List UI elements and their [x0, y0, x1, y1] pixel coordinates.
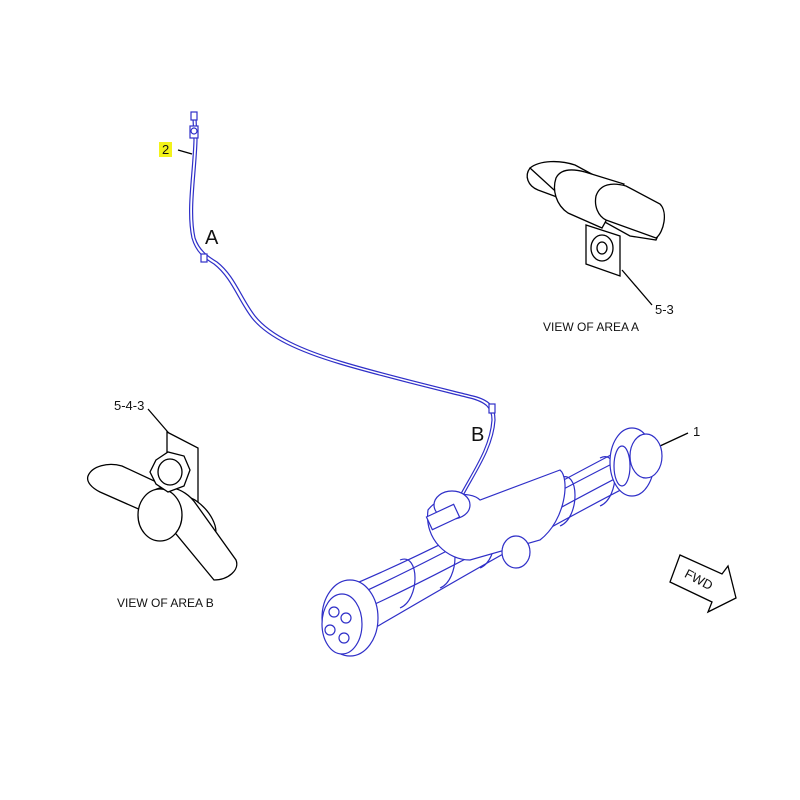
area-b-label: B — [471, 424, 485, 446]
view-area-a-caption: VIEW OF AREA A — [543, 320, 640, 334]
leader-line-5-3 — [621, 269, 653, 306]
callout-5-3[interactable]: 5-3 — [655, 302, 674, 317]
axle-assembly[interactable] — [321, 427, 663, 657]
view-area-b-caption: VIEW OF AREA B — [117, 596, 214, 610]
area-a-label: A — [205, 227, 219, 249]
hose-assembly[interactable] — [188, 111, 496, 506]
callout-2[interactable]: 2 — [159, 142, 173, 157]
callout-5-4-3[interactable]: 5-4-3 — [114, 398, 145, 413]
leader-line-2 — [177, 149, 193, 155]
leader-line-1 — [659, 432, 689, 447]
detail-view-a — [526, 160, 666, 277]
detail-view-b — [86, 430, 238, 581]
clip-a[interactable] — [200, 253, 208, 263]
fwd-arrow-icon — [669, 554, 737, 614]
callout-1[interactable]: 1 — [693, 424, 701, 439]
clip-b[interactable] — [488, 403, 496, 414]
